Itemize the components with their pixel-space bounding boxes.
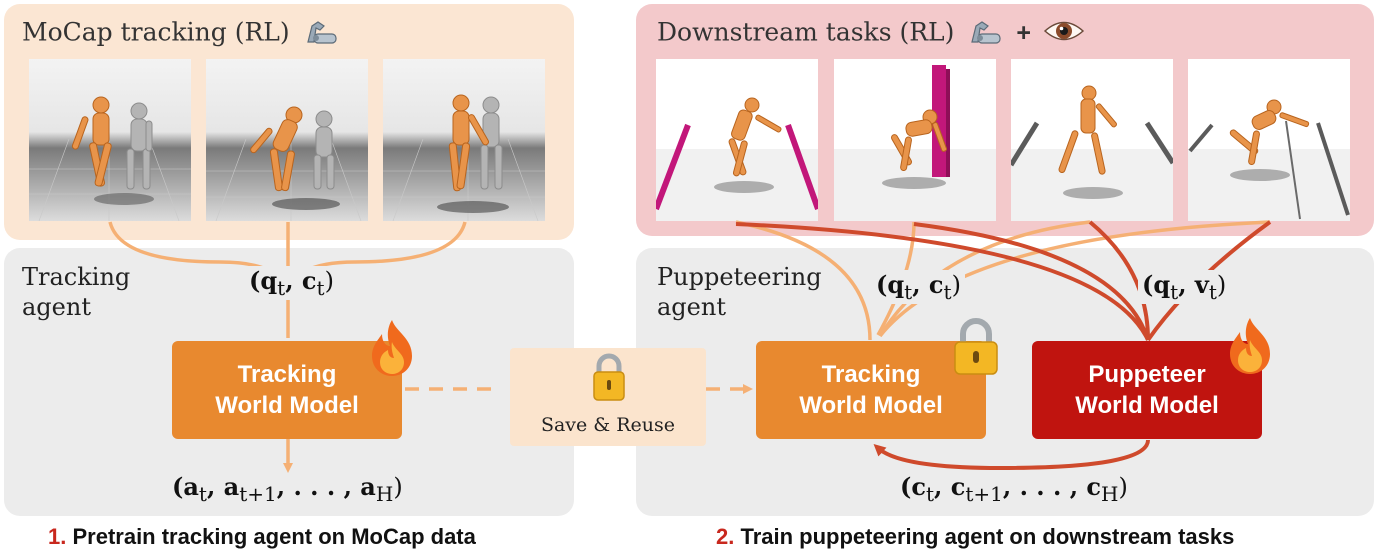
fire-icon (1222, 316, 1278, 381)
box-line-1: Puppeteer (1088, 361, 1206, 388)
puppeteer-input-line-3 (1088, 220, 1150, 341)
math-sub: t (1170, 279, 1179, 304)
downstream-title-text: Downstream tasks (RL) (657, 17, 955, 47)
caption-number: 2. (716, 524, 735, 549)
mocap-frame-2 (206, 59, 368, 221)
padlock-icon (952, 318, 1000, 381)
math-part: , a (206, 472, 240, 501)
flexed-robot-arm-icon (304, 16, 340, 52)
puppeteer-input-line-1 (735, 222, 1150, 341)
caption-text: Train puppeteering agent on downstream t… (734, 524, 1235, 549)
task-input-line-4 (878, 220, 1271, 338)
tracking-world-model-box: Tracking World Model (172, 341, 402, 439)
math-sub: t (925, 481, 935, 506)
task-frame-3 (1011, 59, 1173, 221)
math-sub: t (277, 275, 286, 300)
math-part: , c (285, 266, 317, 295)
math-part: (a (172, 472, 199, 501)
box-line-1: Tracking (237, 361, 337, 388)
math-part: ) (1216, 271, 1227, 299)
math-part: , . . . , a (276, 472, 376, 501)
math-sub: t+1 (965, 481, 1003, 506)
puppeteering-agent-label: Puppeteering agent (657, 262, 822, 322)
flexed-robot-arm-icon (968, 16, 1004, 52)
caption-number: 1. (48, 524, 67, 549)
math-sub: t+1 (239, 481, 277, 506)
downstream-panel-title: Downstream tasks (RL) + (657, 16, 1085, 52)
task-input-line-3 (878, 220, 1091, 337)
plus-sign: + (1016, 18, 1031, 47)
puppeteer-input-line-2 (913, 222, 1150, 341)
math-part: , . . . , c (1002, 472, 1102, 501)
puppeteer-world-model-box: Puppeteer World Model (1032, 341, 1262, 439)
math-sub: H (375, 481, 394, 506)
command-arrow (873, 439, 1150, 471)
math-part: (q (876, 270, 905, 299)
train-caption: 2. Train puppeteering agent on downstrea… (716, 524, 1234, 550)
math-sub: H (1101, 481, 1119, 506)
mocap-panel-title: MoCap tracking (RL) (22, 16, 340, 52)
tracking-agent-label: Tracking agent (22, 262, 130, 322)
puppeteer-tracking-input-label: (qt, ct) (872, 270, 965, 304)
math-sub: t (943, 279, 952, 304)
box-line-2: World Model (1075, 392, 1219, 419)
mocap-frame-3 (383, 59, 545, 221)
task-frame-4 (1188, 59, 1350, 221)
caption-text: Pretrain tracking agent on MoCap data (66, 524, 476, 549)
math-part: , c (912, 270, 944, 299)
task-input-line-1 (735, 220, 872, 341)
tracking-input-label: (qt, ct) (245, 266, 338, 300)
box-line-1: Tracking (821, 361, 921, 388)
mocap-frame-1 (29, 59, 191, 221)
tracking-agent-label-line2: agent (22, 293, 91, 321)
box-line-2: World Model (215, 392, 359, 419)
math-part: (q (249, 266, 278, 295)
frozen-tracking-world-model-box: Tracking World Model (756, 341, 986, 439)
math-part: ) (324, 267, 334, 295)
task-frame-1 (656, 59, 818, 221)
save-reuse-box: Save & Reuse (510, 348, 706, 446)
command-sequence-label: (ct, ct+1, . . . , cH) (900, 472, 1128, 506)
math-sub: t (1208, 279, 1217, 304)
math-sub: t (316, 275, 325, 300)
mocap-title-text: MoCap tracking (RL) (22, 17, 290, 47)
box-line-2: World Model (799, 392, 943, 419)
puppeteering-agent-label-line1: Puppeteering (657, 263, 822, 291)
math-part: , c (934, 472, 966, 501)
math-part: (c (900, 472, 926, 501)
math-part: ) (393, 473, 403, 501)
eye-icon (1043, 16, 1085, 52)
pretrain-caption: 1. Pretrain tracking agent on MoCap data (48, 524, 476, 550)
task-frame-2 (834, 59, 996, 221)
math-part: (q (1142, 270, 1171, 299)
puppeteer-input-label: (qt, vt) (1138, 270, 1231, 304)
math-part: ) (1118, 473, 1128, 501)
save-reuse-label: Save & Reuse (540, 414, 676, 436)
tracking-agent-label-line1: Tracking (22, 263, 131, 291)
padlock-icon (592, 352, 626, 407)
math-sub: t (904, 279, 913, 304)
tracking-output-label: (at, at+1, . . . , aH) (172, 472, 403, 506)
math-sub: t (198, 481, 207, 506)
fire-icon (364, 318, 420, 383)
puppeteering-agent-label-line2: agent (657, 293, 726, 321)
math-part: , v (1178, 270, 1209, 299)
math-part: ) (951, 271, 961, 299)
